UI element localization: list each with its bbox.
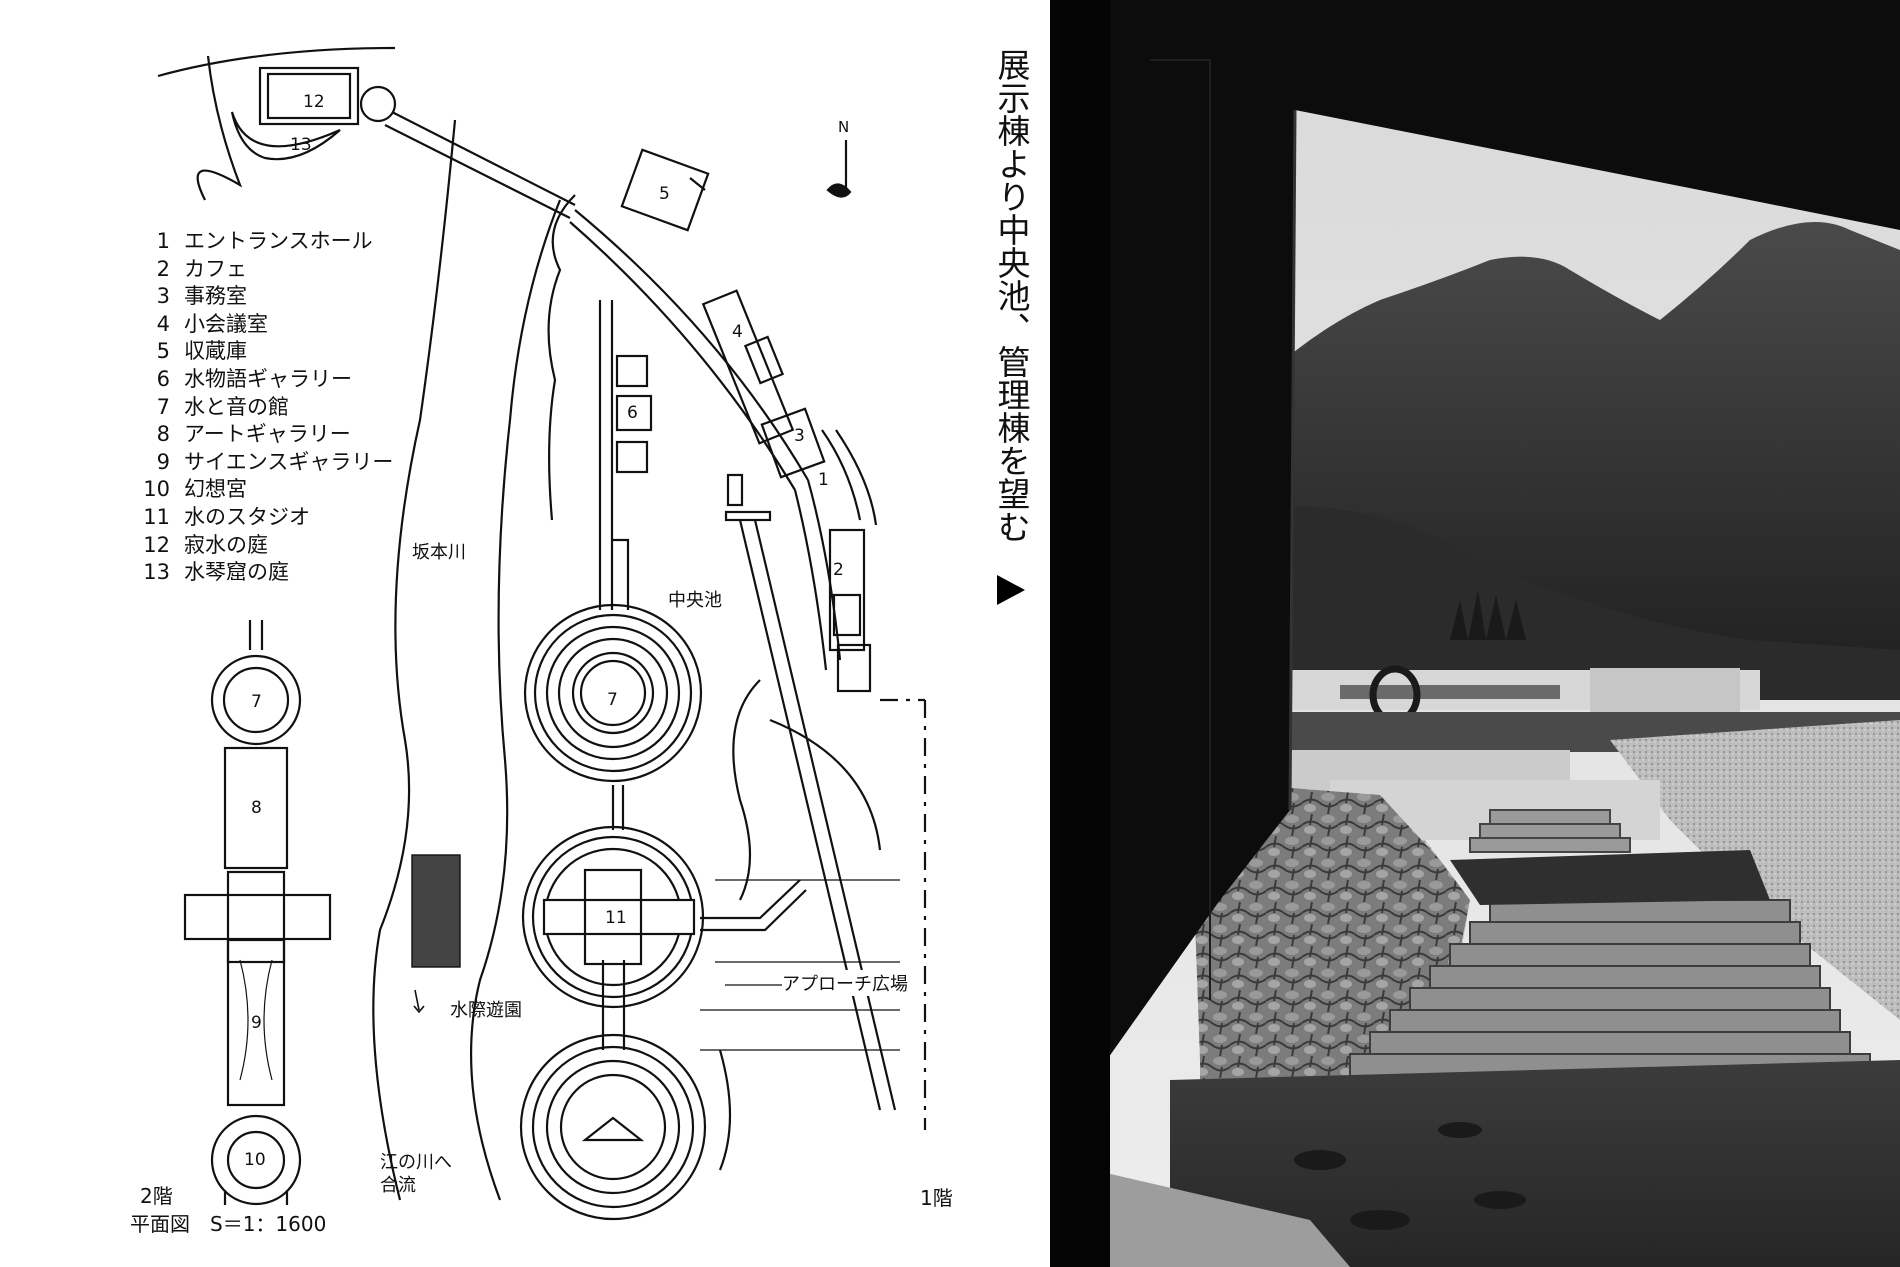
legend-item: 7 水と音の館 xyxy=(140,394,393,422)
lower-pool xyxy=(1170,1060,1900,1267)
room-3 xyxy=(760,407,826,479)
room-5 xyxy=(620,148,710,232)
legend-label: アートギャラリー xyxy=(184,422,351,447)
label-10: 10 xyxy=(244,1150,266,1170)
legend-label: サイエンスギャラリー xyxy=(184,449,394,474)
legend-label: 収蔵庫 xyxy=(184,339,247,364)
legend-item: 3 事務室 xyxy=(140,283,393,311)
legend-item: 11 水のスタジオ xyxy=(140,504,393,532)
legend-label: 水のスタジオ xyxy=(184,504,310,529)
legend-label: 小会議室 xyxy=(184,311,268,336)
lotus-sculptures xyxy=(1294,1122,1526,1230)
legend-label: 寂水の庭 xyxy=(184,532,268,557)
legend-num: 7 xyxy=(156,394,170,419)
floor1-label: 1階 xyxy=(920,1186,953,1210)
label-12: 12 xyxy=(303,92,325,112)
label-3: 3 xyxy=(794,426,805,446)
legend-label: 水物語ギャラリー xyxy=(184,366,352,391)
plaza-label: アプローチ広場 xyxy=(782,970,908,996)
room-12 xyxy=(258,66,360,126)
legend-label: カフェ xyxy=(184,256,247,281)
entrance-1 xyxy=(821,429,878,526)
legend-item: 12 寂水の庭 xyxy=(140,532,393,560)
photograph xyxy=(1050,0,1900,1267)
legend-num: 12 xyxy=(143,532,170,557)
floor-plan-drawing xyxy=(157,46,927,1221)
garden-label: 水際遊園 xyxy=(450,1000,522,1021)
legend-label: 水琴窟の庭 xyxy=(184,560,289,585)
garden-13-crescent xyxy=(230,111,341,161)
site-boundary-arc xyxy=(157,46,396,78)
riverbank-hatch xyxy=(411,854,461,968)
second-floor-plan xyxy=(183,620,332,1206)
legend-label: 幻想宮 xyxy=(184,477,247,502)
legend-num: 3 xyxy=(156,284,170,309)
confluence-label-1: 江の川へ xyxy=(380,1152,452,1173)
label-8: 8 xyxy=(251,798,262,818)
label-11: 11 xyxy=(605,908,627,928)
legend-num: 9 xyxy=(156,449,170,474)
legend-item: 4 小会議室 xyxy=(140,311,393,339)
legend-num: 6 xyxy=(156,366,170,391)
play-triangle-icon xyxy=(997,575,1025,605)
room-6 xyxy=(615,394,653,432)
room-legend: 1 エントランスホール 2 カフェ 3 事務室 4 小会議室 5 収蔵庫 6 水物語ギャラリ… xyxy=(140,228,393,587)
pond-label: 中央池 xyxy=(668,590,722,611)
scale-label: 平面図 S＝1：1600 xyxy=(130,1212,327,1236)
legend-num: 5 xyxy=(156,339,170,364)
legend-num: 11 xyxy=(143,504,170,529)
river-label: 坂本川 xyxy=(412,542,466,563)
legend-item: 10 幻想宮 xyxy=(140,476,393,504)
confluence-label-2: 合流 xyxy=(380,1175,416,1196)
legend-item: 6 水物語ギャラリー xyxy=(140,366,393,394)
stone-terrace xyxy=(1190,780,1470,1060)
studio-11-plan xyxy=(521,825,705,1009)
legend-label: エントランスホール xyxy=(184,229,373,253)
room-2 xyxy=(828,528,866,652)
legend-num: 4 xyxy=(156,311,170,336)
label-9: 9 xyxy=(251,1013,262,1033)
bridge-12 xyxy=(384,111,576,219)
north-arrow-icon xyxy=(826,140,852,198)
label-1: 1 xyxy=(818,470,829,490)
building-overhang xyxy=(1050,0,1900,1140)
flow-arrow-icon xyxy=(413,989,425,1014)
bottom-hall-plan xyxy=(519,1033,707,1221)
legend-item: 13 水琴窟の庭 xyxy=(140,559,393,587)
label-5: 5 xyxy=(659,184,670,204)
legend-num: 2 xyxy=(156,256,170,281)
label-7-2f: 7 xyxy=(251,692,262,712)
river-right-bank xyxy=(469,199,562,1201)
legend-num: 13 xyxy=(143,560,170,585)
label-4: 4 xyxy=(732,322,743,342)
hall-7-plan xyxy=(523,603,703,783)
floor2-label: 2階 xyxy=(140,1184,173,1208)
label-7: 7 xyxy=(607,690,618,710)
room-6-a xyxy=(615,354,649,388)
approach-walkway xyxy=(738,519,897,1111)
label-2: 2 xyxy=(833,560,844,580)
legend-label: 水と音の館 xyxy=(184,394,289,419)
river-left-bank xyxy=(372,119,457,1201)
legend-num: 8 xyxy=(156,422,170,447)
north-label: N xyxy=(838,118,850,136)
photo-caption: 展示棟より中央池、管理棟を望む xyxy=(992,48,1031,543)
cascade-steps xyxy=(1349,899,1871,1077)
legend-num: 10 xyxy=(143,477,170,502)
legend-label: 事務室 xyxy=(184,284,247,309)
legend-item: 2 カフェ xyxy=(140,256,393,284)
room-4 xyxy=(701,289,795,445)
legend-item: 9 サイエンスギャラリー xyxy=(140,449,394,477)
legend-item: 8 アートギャラリー xyxy=(140,421,393,449)
label-13: 13 xyxy=(290,135,312,155)
label-6: 6 xyxy=(627,403,638,423)
legend-item: 5 収蔵庫 xyxy=(140,338,393,366)
legend-num: 1 xyxy=(156,229,170,253)
legend-item: 1 エントランスホール xyxy=(140,228,393,256)
